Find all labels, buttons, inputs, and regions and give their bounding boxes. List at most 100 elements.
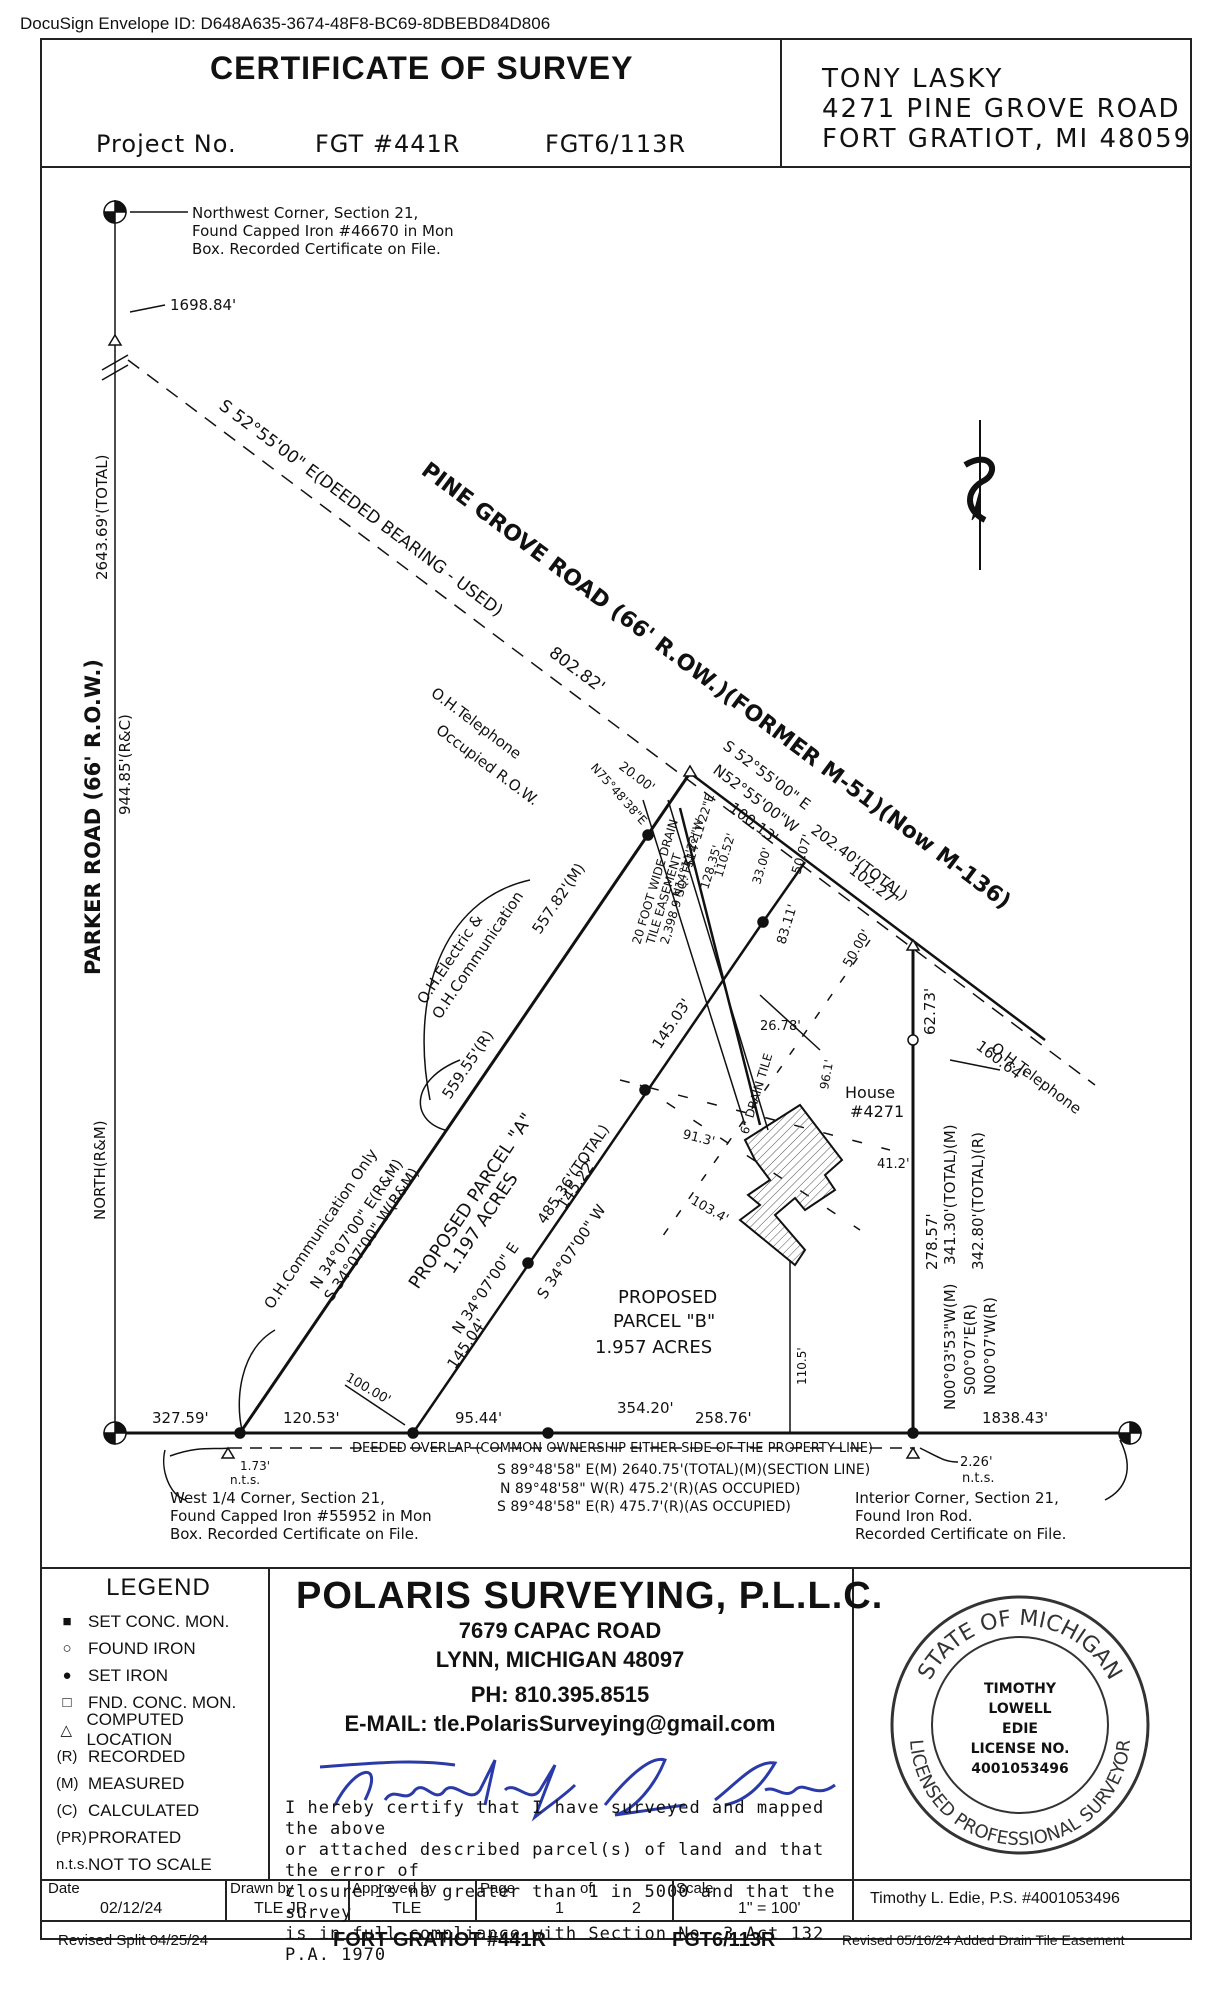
survey-sheet — [40, 38, 1192, 1940]
dim-120: 120.53' — [283, 1409, 340, 1427]
legend-symbol: ● — [62, 1667, 72, 1684]
dim-50-00: 50.00' — [840, 927, 873, 970]
legend-symbol: n.t.s. — [56, 1856, 89, 1873]
legend-item: (C)CALCULATED — [56, 1797, 261, 1824]
dim-110-5: 110.5' — [795, 1347, 809, 1385]
house-number: #4271 — [850, 1102, 904, 1121]
dim-2643-total: 2643.69'(TOTAL) — [93, 455, 111, 580]
page-number: 1 — [555, 1900, 564, 1917]
dim-559: 559.55'(R) — [438, 1027, 497, 1102]
scale-value: 1" = 100' — [738, 1900, 801, 1917]
west-corner-line2: Found Capped Iron #55952 in Mon — [170, 1507, 432, 1525]
seal-license-label: LICENSE NO. — [971, 1741, 1070, 1757]
document-title: CERTIFICATE OF SURVEY — [210, 50, 634, 86]
certification-text: I hereby certify that I have surveyed an… — [285, 1798, 855, 1966]
surveyor-seal: STATE OF MICHIGAN LICENSED PROFESSIONAL … — [890, 1595, 1150, 1855]
nts-label-2: n.t.s. — [962, 1471, 995, 1486]
company-address: 7679 CAPAC ROAD LYNN, MICHIGAN 48097 PH:… — [280, 1616, 840, 1738]
legend-symbol: ■ — [62, 1613, 72, 1630]
dim-2-26: 2.26' — [960, 1455, 993, 1470]
certification-line: closure is no greater than 1 in 5000 and… — [285, 1882, 836, 1923]
seal-divider — [852, 1567, 854, 1879]
house-label: House — [845, 1083, 895, 1102]
deeded-overlap-label: DEEDED OVERLAP (COMMON OWNERSHIP EITHER … — [352, 1441, 873, 1456]
north-arrow-icon — [963, 420, 996, 570]
page-of-label: of — [580, 1880, 593, 1897]
legend-item: n.t.s.NOT TO SCALE — [56, 1851, 261, 1878]
nw-corner-line1: Northwest Corner, Section 21, — [192, 204, 418, 222]
date-value: 02/12/24 — [100, 1900, 163, 1917]
legend-label: SET CONC. MON. — [88, 1611, 230, 1631]
company-phone: PH: 810.395.8515 — [470, 1682, 650, 1707]
section-line-occupied-2: S 89°48'58" E(R) 475.7'(R)(AS OCCUPIED) — [497, 1499, 791, 1515]
west-corner-line3: Box. Recorded Certificate on File. — [170, 1525, 419, 1543]
dim-41: 41.2' — [877, 1157, 910, 1172]
legend-item: ■ SET CONC. MON. — [56, 1608, 261, 1635]
dim-327: 327.59' — [152, 1409, 209, 1427]
legend-label: MEASURED — [88, 1773, 185, 1793]
dim-26: 26.78' — [760, 1019, 801, 1034]
revised-split-note: Revised Split 04/25/24 — [58, 1932, 209, 1949]
surveyor-signature — [319, 1757, 836, 1822]
legend-symbol: □ — [62, 1694, 72, 1711]
legend-symbol: ○ — [62, 1640, 72, 1657]
bearing-n00-07: N00°07'W(R) — [981, 1297, 999, 1395]
parker-road-label: PARKER ROAD (66' R.O.W.) — [81, 659, 105, 975]
page-label: Page — [480, 1880, 516, 1897]
dim-341-total: 341.30'(TOTAL)(M) — [941, 1124, 959, 1265]
date-label: Date — [48, 1880, 80, 1897]
dim-62: 62.73' — [921, 988, 939, 1035]
legend-item: (M)MEASURED — [56, 1770, 261, 1797]
legend-label: RECORDED — [88, 1746, 186, 1766]
legend-symbol: (PR) — [56, 1829, 87, 1846]
nts-label-1: n.t.s. — [230, 1473, 260, 1487]
dim-278: 278.57' — [923, 1213, 941, 1270]
header-divider — [780, 38, 782, 166]
owner-name: TONY LASKY — [822, 64, 1004, 94]
bottom-block-top-rule — [40, 1567, 1192, 1569]
certification-line: I hereby certify that I have surveyed an… — [285, 1798, 825, 1839]
dim-83: 83.11' — [774, 903, 800, 946]
dim-802: 802.82' — [545, 643, 608, 697]
survey-drawing: Northwest Corner, Section 21, Found Capp… — [81, 200, 1142, 1543]
dim-1838: 1838.43' — [982, 1409, 1048, 1427]
project-reference: FGT6/113R — [545, 130, 687, 158]
oh-telephone-label-2: O.H.Telephone — [988, 1039, 1085, 1118]
parcel-a-label: PROPOSED PARCEL "A" — [405, 1109, 538, 1292]
seal-name-3: EDIE — [1002, 1721, 1038, 1737]
nw-corner-line3: Box. Recorded Certificate on File. — [192, 240, 441, 258]
seal-state: STATE OF MICHIGAN — [913, 1606, 1126, 1684]
dim-258: 258.76' — [695, 1409, 752, 1427]
title-block-bottom-rule — [40, 1920, 1192, 1922]
title-block-col-2 — [348, 1879, 350, 1920]
title-block-col-5 — [852, 1879, 854, 1920]
seal-name-1: TIMOTHY — [984, 1681, 1057, 1697]
title-block-col-4 — [672, 1879, 674, 1920]
title-block-top-rule — [40, 1879, 1192, 1881]
drawn-by-value: TLE JR — [254, 1900, 308, 1917]
docusign-envelope-id: DocuSign Envelope ID: D648A635-3674-48F8… — [20, 14, 551, 33]
legend-divider — [268, 1567, 270, 1879]
owner-street: 4271 PINE GROVE ROAD — [822, 94, 1181, 124]
parcel-b-acres: 1.957 ACRES — [595, 1337, 712, 1358]
dim-354: 354.20' — [617, 1399, 674, 1417]
owner-city: FORT GRATIOT, MI 48059 — [822, 124, 1193, 154]
title-block-col-1 — [225, 1879, 227, 1920]
legend-item: □FND. CONC. MON. — [56, 1689, 261, 1716]
dim-342-total: 342.80'(TOTAL)(R) — [969, 1132, 987, 1270]
legend: LEGEND ■SET CONC. MON.○FOUND IRON●SET IR… — [56, 1574, 261, 1878]
approved-by-label: Approved by — [352, 1880, 437, 1897]
header-block — [40, 38, 1192, 168]
nw-corner-line2: Found Capped Iron #46670 in Mon — [192, 222, 454, 240]
company-email: E-MAIL: tle.PolarisSurveying@gmail.com — [344, 1711, 776, 1736]
bearing-n00-03: N00°03'53"W(M) — [941, 1284, 959, 1410]
north-label: NORTH(R&M) — [91, 1120, 109, 1220]
project-number: FGT #441R — [315, 130, 461, 158]
legend-label: CALCULATED — [88, 1800, 200, 1820]
legend-title: LEGEND — [106, 1574, 211, 1601]
dim-944: 944.85'(R&C) — [116, 714, 134, 815]
drawn-by-label: Drawn by — [230, 1880, 294, 1897]
legend-item: (PR)PRORATED — [56, 1824, 261, 1851]
bearing-s00-07: S00°07'E(R) — [961, 1304, 979, 1395]
parcel-b-label1: PROPOSED — [618, 1287, 717, 1308]
